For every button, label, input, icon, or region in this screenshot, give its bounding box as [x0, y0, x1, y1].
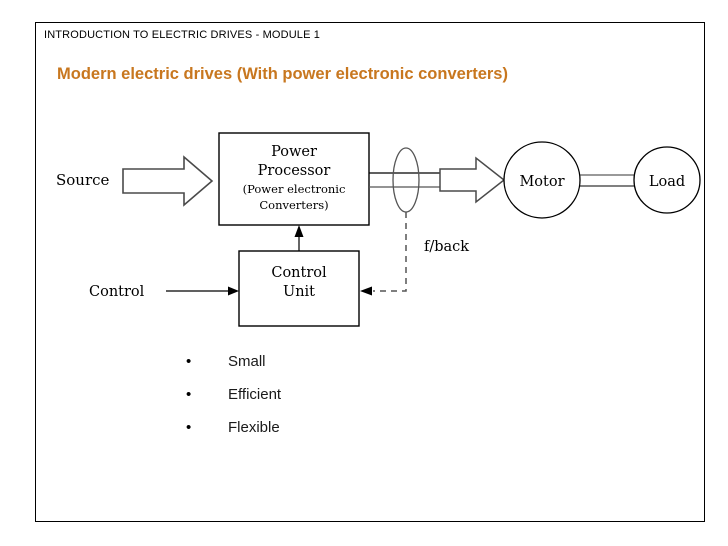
block-arrow-processor-to-motor [439, 156, 506, 204]
block-arrow-source-to-processor [122, 155, 214, 207]
list-item: • Flexible [186, 419, 606, 452]
power-processor-line4: Converters) [259, 198, 328, 212]
load-circle [633, 146, 701, 214]
slide-frame: INTRODUCTION TO ELECTRIC DRIVES - MODULE… [35, 22, 705, 522]
motor-label: Motor [519, 174, 564, 190]
feedback-dashed-path [373, 212, 407, 292]
list-item: • Efficient [186, 386, 606, 419]
control-unit-box [238, 250, 360, 327]
diagram-label-control: Control [89, 284, 145, 300]
page-title: Modern electric drives (With power elect… [57, 65, 508, 83]
control-arrow-head [228, 286, 239, 296]
bullet-label-flexible: Flexible [228, 419, 280, 436]
bullet-marker: • [186, 353, 192, 370]
motor-circle [503, 141, 581, 219]
list-item: • Small [186, 353, 606, 386]
feedback-arrow-head [360, 286, 372, 296]
control-unit-line1: Control [271, 265, 327, 281]
bullet-label-small: Small [228, 353, 266, 370]
power-processor-line2: Processor [258, 163, 331, 179]
feature-bullet-list: • Small • Efficient • Flexible [186, 353, 606, 452]
bullet-marker: • [186, 419, 192, 436]
bullet-marker: • [186, 386, 192, 403]
power-processor-line3: (Power electronic [243, 182, 346, 196]
control-to-processor-arrow-head [294, 225, 304, 237]
slide-header: INTRODUCTION TO ELECTRIC DRIVES - MODULE… [44, 29, 321, 41]
electric-drive-block-diagram: Source Power Processor (Power electronic… [36, 111, 704, 341]
load-label: Load [649, 174, 685, 190]
bullet-label-efficient: Efficient [228, 386, 282, 403]
power-processor-box [218, 132, 370, 226]
diagram-label-source: Source [56, 171, 110, 189]
control-unit-line2: Unit [283, 284, 315, 300]
power-processor-line1: Power [271, 144, 317, 160]
sensor-ellipse [392, 147, 420, 213]
feedback-label: f/back [424, 239, 469, 255]
